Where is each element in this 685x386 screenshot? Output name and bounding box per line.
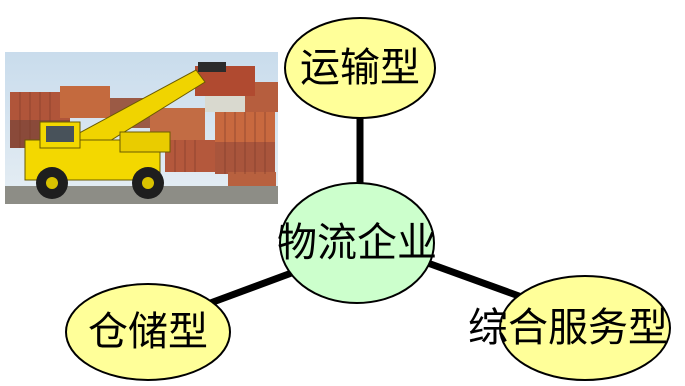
node-transport: 运输型 <box>284 17 436 119</box>
node-transport-label: 运输型 <box>300 45 420 91</box>
edge-center-storage <box>203 264 307 309</box>
node-storage-shape <box>65 283 231 381</box>
node-center-shape <box>279 182 435 304</box>
node-integrated: 综合服务型 <box>468 275 671 381</box>
node-transport-shape <box>284 17 436 119</box>
node-integrated-shape <box>499 275 671 381</box>
node-center: 物流企业 <box>277 182 437 304</box>
reach-stacker-photo <box>5 52 278 204</box>
node-storage: 仓储型 <box>65 283 231 381</box>
edge-center-integrated <box>423 258 532 304</box>
node-integrated-label: 综合服务型 <box>468 305 668 351</box>
node-center-label: 物流企业 <box>277 220 437 266</box>
node-storage-label: 仓储型 <box>88 309 208 355</box>
